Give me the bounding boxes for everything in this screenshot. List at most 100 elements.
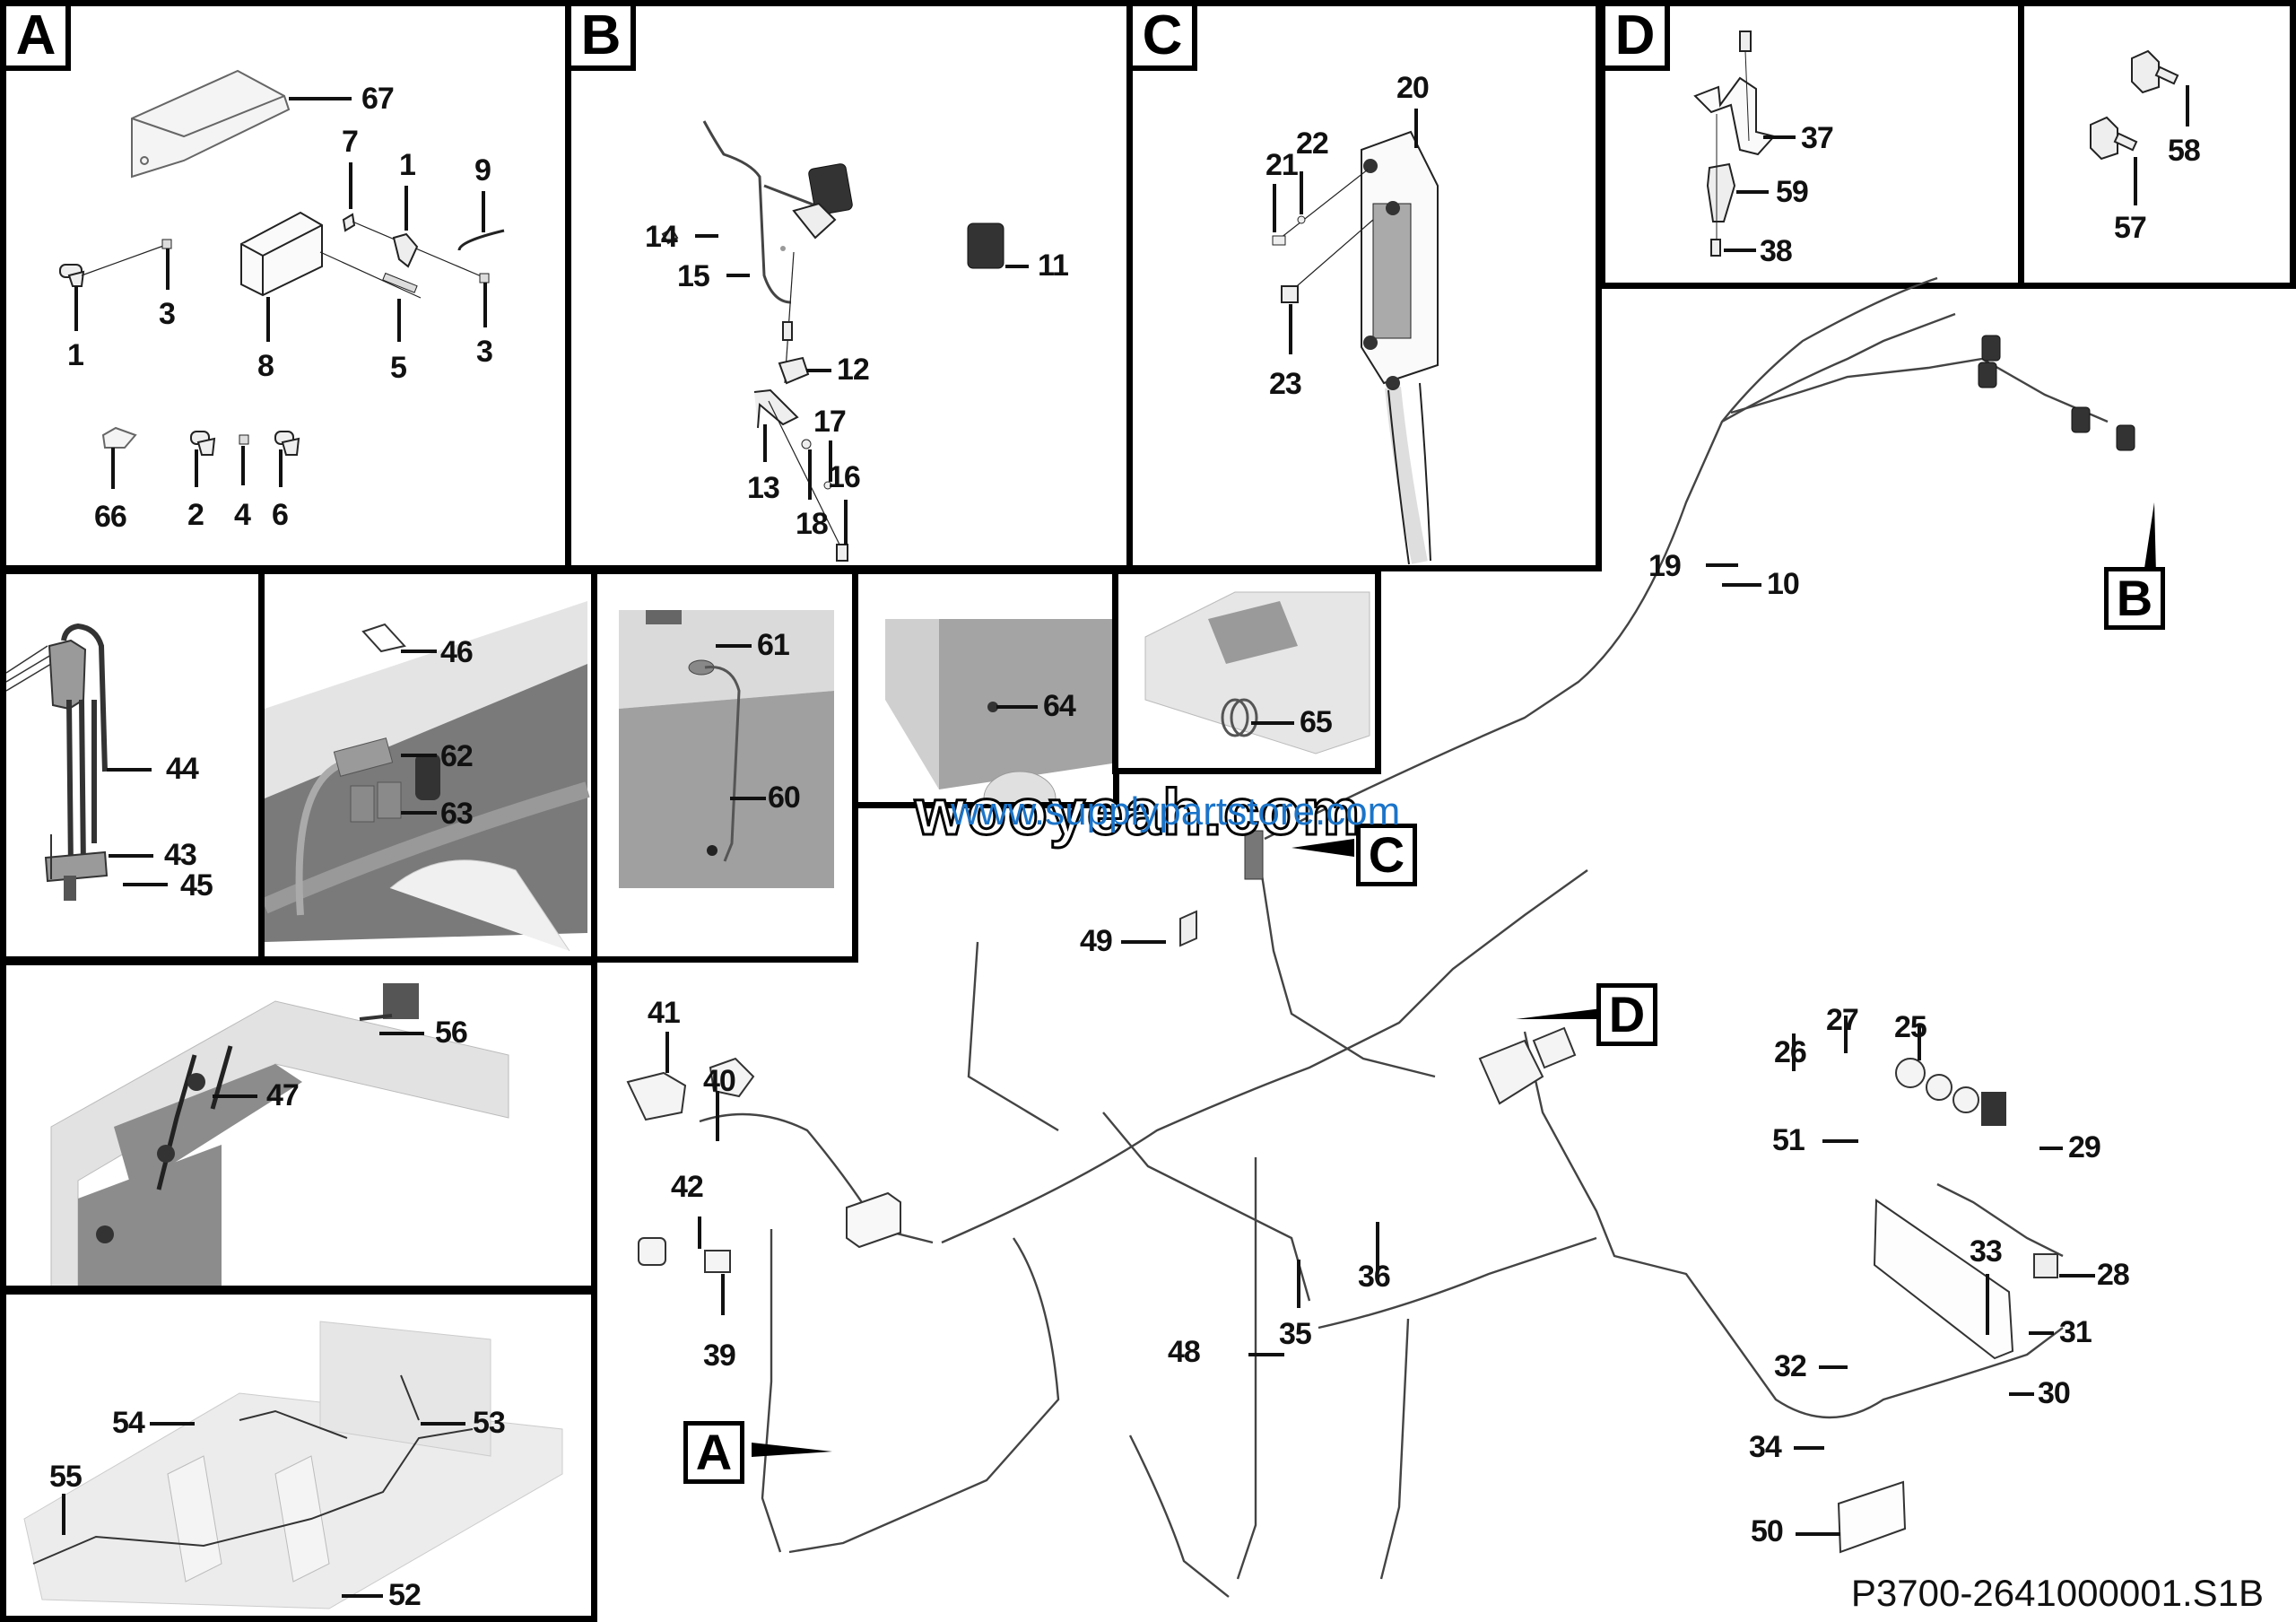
- callout-25: 25: [1894, 1010, 1927, 1044]
- leader-line: [2009, 1392, 2034, 1396]
- callout-30: 30: [2038, 1376, 2071, 1410]
- callout-22: 22: [1296, 126, 1329, 161]
- detail-panel-47-56: 56 47: [0, 959, 597, 1292]
- callout-59: 59: [1776, 175, 1809, 209]
- leader-line: [1273, 184, 1276, 232]
- panel-letter: A: [6, 6, 71, 71]
- leader-line: [1792, 1033, 1796, 1071]
- leader-line: [726, 274, 750, 277]
- callout-2: 2: [187, 498, 204, 532]
- leader-line: [695, 234, 718, 238]
- detail-57-58-drawing: [2090, 49, 2179, 161]
- detail-ref-c[interactable]: C: [1356, 824, 1417, 886]
- clamp-part-57: [2090, 116, 2138, 161]
- leader-line: [1722, 583, 1761, 587]
- detail-panel-64: 64: [852, 568, 1119, 808]
- callout-57: 57: [2114, 211, 2147, 245]
- detail-ref-b[interactable]: B: [2104, 567, 2165, 630]
- panel-letter: C: [1133, 6, 1197, 71]
- leader-line: [1819, 1365, 1848, 1369]
- leader-line: [1121, 940, 1166, 944]
- callout-18: 18: [796, 507, 829, 541]
- connector-block-c: [1244, 830, 1264, 880]
- callout-63: 63: [440, 797, 474, 831]
- leader-line: [349, 162, 352, 209]
- leader-line: [123, 883, 168, 886]
- leader-line: [401, 754, 437, 757]
- ref-pointer-b: [2144, 502, 2156, 574]
- callout-15: 15: [677, 259, 710, 293]
- ref-pointer-d: [1516, 1008, 1602, 1019]
- leader-line: [379, 1032, 424, 1035]
- callout-55: 55: [49, 1460, 83, 1494]
- leader-line: [1706, 563, 1738, 567]
- leader-line: [266, 297, 270, 342]
- callout-20: 20: [1396, 71, 1430, 105]
- detail-panel-46-62-63: 46 62 63: [258, 568, 597, 963]
- ref-pointer-c: [1292, 839, 1354, 857]
- leader-line: [150, 1422, 195, 1426]
- leader-line: [2039, 1147, 2063, 1150]
- callout-14: 14: [645, 220, 678, 254]
- leader-line: [1248, 1353, 1284, 1356]
- panel-letter: B: [571, 6, 636, 71]
- callout-1: 1: [399, 148, 416, 182]
- detail-ref-d[interactable]: D: [1596, 983, 1657, 1046]
- bracket-part-49: [1179, 910, 1197, 947]
- callout-16: 16: [828, 460, 861, 494]
- connector-block-20: [1361, 130, 1439, 565]
- detail-ref-a[interactable]: A: [683, 1421, 744, 1484]
- callout-6: 6: [272, 498, 289, 532]
- panel-letter: D: [1605, 6, 1670, 71]
- callout-17: 17: [813, 405, 847, 439]
- callout-28: 28: [2097, 1258, 2130, 1292]
- clamp-part-28: [2033, 1253, 2058, 1278]
- leader-line: [279, 449, 283, 487]
- leader-line: [401, 811, 437, 815]
- leader-line: [289, 97, 352, 100]
- leader-line: [213, 1094, 257, 1098]
- detail-a-drawing: [59, 69, 505, 456]
- callout-4: 4: [234, 498, 251, 532]
- callout-48: 48: [1168, 1335, 1201, 1369]
- rear-lamp-bar: [1895, 1058, 2006, 1126]
- callout-5: 5: [390, 351, 407, 385]
- callout-67: 67: [361, 82, 395, 116]
- callout-41: 41: [648, 996, 681, 1030]
- callout-8: 8: [257, 349, 274, 383]
- detail-60-61-drawing: [619, 610, 834, 888]
- ref-pointer-a: [752, 1443, 832, 1457]
- callout-35: 35: [1279, 1317, 1312, 1351]
- detail-b-drawing: [661, 120, 1004, 562]
- leader-line: [1918, 1025, 1921, 1060]
- callout-56: 56: [435, 1016, 468, 1050]
- callout-29: 29: [2068, 1130, 2101, 1164]
- callout-51: 51: [1772, 1123, 1805, 1157]
- leader-line: [401, 650, 437, 653]
- callout-38: 38: [1760, 234, 1793, 268]
- leader-line: [698, 1216, 701, 1249]
- callout-54: 54: [112, 1406, 145, 1440]
- leader-line: [1300, 171, 1303, 214]
- leader-line: [1414, 109, 1418, 148]
- callout-42: 42: [671, 1170, 704, 1204]
- callout-37: 37: [1801, 121, 1834, 155]
- callout-12: 12: [837, 353, 870, 387]
- callout-19: 19: [1648, 549, 1682, 583]
- callout-45: 45: [180, 868, 213, 903]
- watermark-text: wooyeah.com: [913, 776, 1362, 850]
- leader-line: [195, 449, 198, 487]
- leader-line: [1763, 135, 1796, 139]
- leader-line: [1376, 1222, 1379, 1270]
- leader-line: [1822, 1139, 1858, 1143]
- detail-d-drawing: [1693, 31, 1776, 257]
- leader-line: [730, 797, 766, 800]
- module-d-area: [1478, 1026, 1577, 1105]
- leader-line: [996, 705, 1038, 709]
- callout-23: 23: [1269, 367, 1302, 401]
- detail-64-drawing: [885, 619, 1113, 802]
- callout-66: 66: [94, 500, 127, 534]
- leader-line: [829, 440, 832, 482]
